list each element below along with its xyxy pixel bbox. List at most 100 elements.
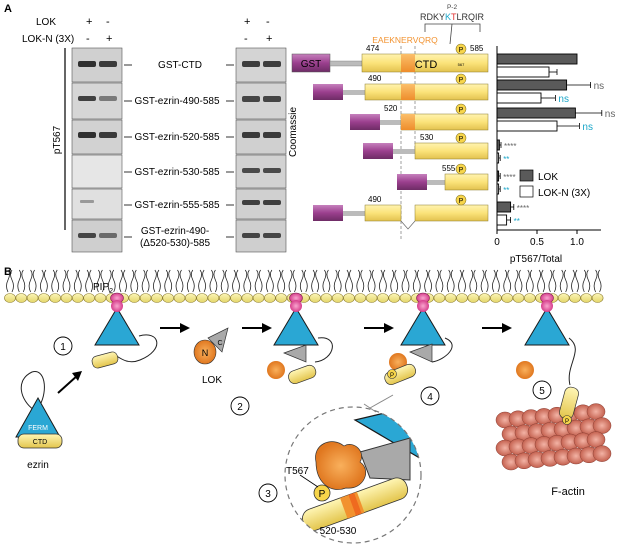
- lipid-tail: [100, 269, 105, 293]
- lipid-tail: [552, 269, 557, 293]
- lipid-tail: [333, 269, 338, 293]
- legend-swatch-lok: [519, 169, 534, 182]
- lipid-tail: [575, 269, 579, 293]
- construct-diagrams: EAEKNERVQRQ P-2 RDKYKTLRQIR GST CTD 474 …: [291, 4, 489, 240]
- construct-labels: GST-CTD GST-ezrin-490-585 GST-ezrin-520-…: [134, 60, 219, 249]
- lipid-tail: [356, 269, 361, 293]
- lipid-head: [343, 293, 355, 303]
- step4-phospho: P: [390, 373, 394, 379]
- lipid-tail: [383, 269, 387, 293]
- lipid-head: [467, 293, 480, 303]
- lipid-tail: [462, 269, 466, 293]
- blot-lokn-sign-1: -: [86, 33, 90, 45]
- lipid-head: [580, 293, 593, 303]
- lipid-tail: [32, 269, 37, 293]
- lipid-head: [275, 293, 288, 303]
- lipid-tail: [514, 269, 519, 293]
- lipid-head: [94, 293, 107, 303]
- lipid-tail: [292, 269, 297, 293]
- lipid-head: [60, 293, 73, 303]
- step-4-label: 4: [427, 392, 433, 403]
- lipid-tail: [473, 269, 478, 293]
- arrow-head-2-3: [262, 323, 272, 333]
- coomassie-label: Coomassie: [288, 107, 299, 157]
- motif-label: RDKYKTLRQIR: [420, 12, 485, 22]
- step2-complex: [267, 300, 333, 385]
- construct-label-530: GST-ezrin-530-585: [134, 167, 219, 178]
- closed-ezrin: FERM CTD: [15, 371, 63, 449]
- lipid-head: [569, 293, 581, 303]
- lipid-head: [128, 293, 141, 303]
- arrow-to-step1: [57, 374, 79, 394]
- lipid-tail: [507, 269, 512, 293]
- lipid-head: [252, 293, 265, 303]
- panel-a-label: A: [4, 3, 12, 15]
- lipid-tail: [371, 269, 376, 293]
- lipid-tail: [401, 269, 406, 293]
- legend-lok: LOK: [538, 172, 558, 183]
- phospho-4: P: [459, 136, 464, 143]
- arrow-head-4-5: [502, 323, 512, 333]
- arrow-head-1: [72, 371, 82, 381]
- lipid-head: [83, 293, 95, 303]
- lipid-tail: [548, 269, 553, 293]
- lipid-tail: [157, 269, 161, 293]
- lipid-tail: [559, 269, 564, 293]
- sig-lok-1: ns: [594, 81, 605, 92]
- legend-swatch-lokn: [519, 185, 534, 198]
- lipid-tail: [458, 269, 462, 293]
- lipid-tail: [349, 269, 353, 293]
- lipid-head: [26, 293, 39, 303]
- lipid-head: [162, 293, 174, 303]
- step-5-label: 5: [539, 386, 545, 397]
- start-555: 555: [442, 164, 456, 173]
- lipid-tail: [281, 269, 286, 293]
- lipid-tails: [6, 269, 602, 293]
- step-4-circle: [420, 386, 440, 406]
- lipid-tail: [484, 269, 489, 293]
- lipid-head: [456, 293, 468, 303]
- bar-lok-2: [496, 107, 576, 119]
- lipid-tail: [168, 269, 173, 293]
- lipid-tail: [175, 269, 180, 293]
- lipid-tail: [322, 269, 327, 293]
- lipid-tail: [492, 269, 496, 293]
- step-3-label: 3: [265, 489, 271, 500]
- region-label: 520-530: [320, 526, 357, 537]
- actin-subunit: [592, 445, 612, 462]
- pt567-blots: [71, 47, 123, 253]
- lipid-head: [15, 293, 28, 303]
- p2-label: P-2: [447, 4, 458, 11]
- lipid-tail: [315, 269, 319, 293]
- sig-lok-3: ****: [504, 142, 516, 151]
- pip2-label: PIP2: [93, 282, 113, 295]
- lipid-head: [38, 293, 50, 303]
- start-520: 520: [384, 104, 398, 113]
- lipid-tail: [469, 269, 474, 293]
- actin-subunit: [592, 417, 612, 434]
- lipid-head: [388, 293, 401, 303]
- lipid-head: [4, 293, 16, 303]
- lipid-head: [49, 293, 62, 303]
- chart-xlabel: pT567/Total: [510, 254, 562, 265]
- lipid-tail: [141, 269, 146, 293]
- phospho-5: P: [459, 167, 464, 174]
- lipid-tail: [66, 269, 71, 293]
- lipid-head: [490, 293, 502, 303]
- lipid-tail: [85, 269, 89, 293]
- lipid-tail: [428, 269, 432, 293]
- lipid-tail: [541, 269, 545, 293]
- lipid-tail: [450, 269, 455, 293]
- f-actin: [495, 403, 612, 471]
- lipid-tail: [390, 269, 395, 293]
- lipid-tail: [571, 269, 575, 293]
- x-tick-label-0: 0: [494, 237, 500, 248]
- lipid-tail: [186, 269, 191, 293]
- lipid-tail: [435, 269, 440, 293]
- lipid-head: [264, 293, 276, 303]
- lipid-head: [478, 293, 491, 303]
- lipid-tail: [6, 269, 10, 293]
- panel-b-label: B: [4, 266, 12, 278]
- lipid-tail: [224, 269, 229, 293]
